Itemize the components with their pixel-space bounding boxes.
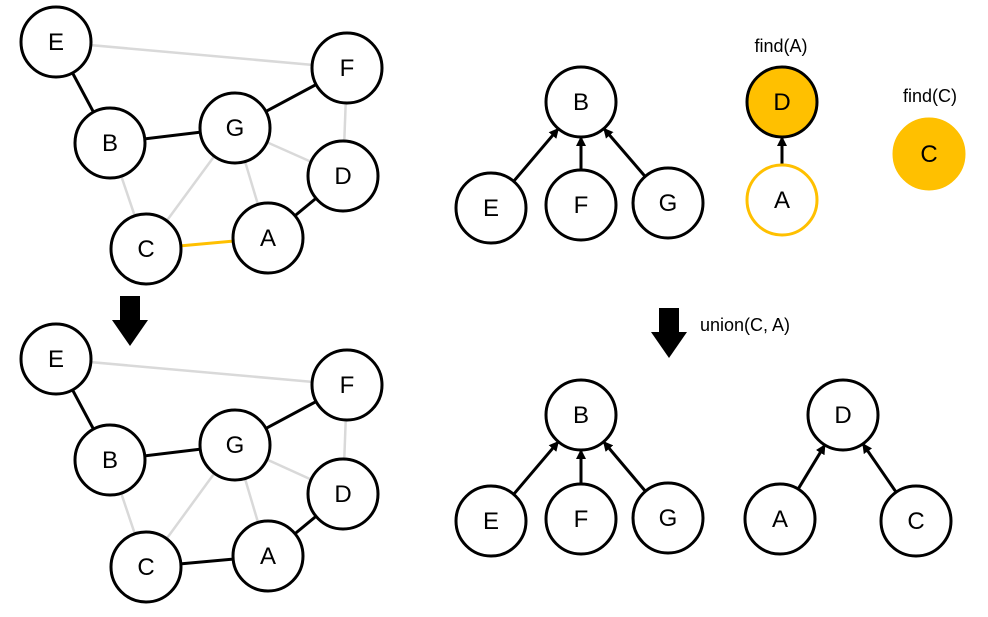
find-a-caption: find(A) bbox=[754, 36, 807, 56]
before-tree-root-b-label: B bbox=[573, 89, 589, 116]
after-node-label: C bbox=[137, 554, 154, 581]
after-tree-b-arrow-e bbox=[512, 440, 559, 496]
after-tree-d-arrow-c bbox=[862, 443, 898, 494]
before-tree-root-d: D bbox=[745, 65, 819, 139]
graph-after: E F B G D C A bbox=[19, 322, 384, 604]
after-tree-child-e: E bbox=[454, 484, 528, 558]
after-tree-child-f: F bbox=[544, 482, 618, 556]
after-node-e: E bbox=[19, 322, 93, 396]
before-tree-child-g-label: G bbox=[659, 190, 678, 217]
down-arrow-icon bbox=[112, 296, 148, 346]
before-node-label: E bbox=[48, 29, 64, 56]
after-tree-child-a: A bbox=[743, 482, 817, 556]
find-c-caption: find(C) bbox=[903, 86, 957, 106]
before-tree-root-b: B bbox=[544, 65, 618, 139]
after-tree-d-arrow-a bbox=[796, 444, 826, 490]
after-tree-child-f-label: F bbox=[574, 506, 589, 533]
before-tree-root-d-label: D bbox=[773, 89, 790, 116]
after-tree-child-c: C bbox=[879, 484, 953, 558]
after-node-label: G bbox=[226, 432, 245, 459]
after-tree-child-g-label: G bbox=[659, 505, 678, 532]
before-node-label: D bbox=[334, 163, 351, 190]
before-node-c: C bbox=[109, 212, 183, 286]
before-node-g: G bbox=[198, 91, 272, 165]
before-tree-root-c: C bbox=[892, 117, 966, 191]
before-node-label: B bbox=[102, 130, 118, 157]
before-node-label: C bbox=[137, 236, 154, 263]
union-caption: union(C, A) bbox=[700, 315, 790, 335]
before-node-f: F bbox=[310, 31, 384, 105]
before-tree-child-f: F bbox=[544, 168, 618, 242]
before-tree-b-arrow-e bbox=[512, 127, 559, 183]
after-tree-child-e-label: E bbox=[483, 508, 499, 535]
after-tree-b-arrow-g bbox=[602, 440, 647, 493]
after-tree-child-a-label: A bbox=[772, 506, 788, 533]
after-node-f: F bbox=[310, 348, 384, 422]
before-node-a: A bbox=[231, 201, 305, 275]
after-tree-root-d: D bbox=[806, 378, 880, 452]
before-tree-child-a: A bbox=[745, 163, 819, 237]
after-tree-child-g: G bbox=[631, 481, 705, 555]
after-tree-child-c-label: C bbox=[907, 508, 924, 535]
before-node-label: F bbox=[340, 55, 355, 82]
graph-before: E F B G D C A bbox=[19, 5, 384, 286]
before-node-label: G bbox=[226, 115, 245, 142]
after-tree-root-b: B bbox=[544, 378, 618, 452]
before-node-label: A bbox=[260, 225, 276, 252]
before-node-e: E bbox=[19, 5, 93, 79]
after-node-label: A bbox=[260, 543, 276, 570]
after-node-label: F bbox=[340, 372, 355, 399]
after-node-label: B bbox=[102, 447, 118, 474]
forest-before: B E F G D A C bbox=[454, 65, 966, 245]
union-down-arrow-icon bbox=[651, 308, 687, 358]
before-tree-child-a-label: A bbox=[774, 187, 790, 214]
after-node-b: B bbox=[73, 423, 147, 497]
before-tree-child-e: E bbox=[454, 171, 528, 245]
forest-after: B E F G D A C bbox=[454, 378, 953, 558]
after-tree-root-d-label: D bbox=[834, 402, 851, 429]
before-tree-child-f-label: F bbox=[574, 192, 589, 219]
before-tree-child-g: G bbox=[631, 166, 705, 240]
before-tree-b-arrow-g bbox=[603, 127, 647, 178]
before-tree-root-c-label: C bbox=[920, 141, 937, 168]
after-node-a: A bbox=[231, 519, 305, 593]
before-node-d: D bbox=[306, 139, 380, 213]
after-node-label: D bbox=[334, 481, 351, 508]
before-tree-child-e-label: E bbox=[483, 195, 499, 222]
after-node-c: C bbox=[109, 530, 183, 604]
after-tree-root-b-label: B bbox=[573, 402, 589, 429]
after-node-g: G bbox=[198, 408, 272, 482]
after-node-label: E bbox=[48, 346, 64, 373]
after-edge-e-f bbox=[55, 357, 348, 387]
before-edge-e-f bbox=[55, 40, 348, 70]
before-node-b: B bbox=[73, 106, 147, 180]
after-node-d: D bbox=[306, 457, 380, 531]
